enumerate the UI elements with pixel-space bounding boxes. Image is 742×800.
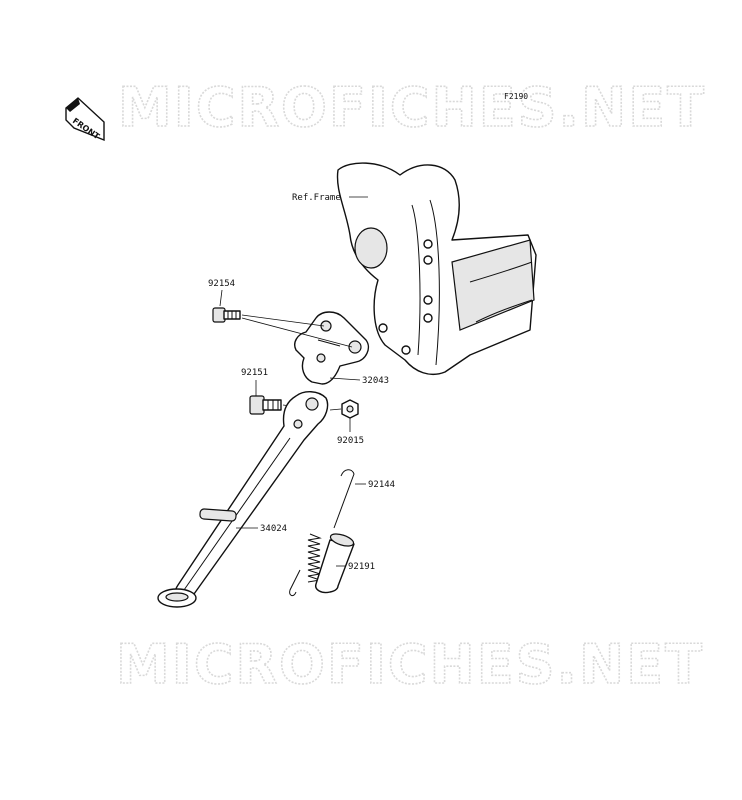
watermark-top: MICROFICHES.NET: [118, 76, 706, 139]
part-label-92151: 92151: [241, 368, 268, 378]
part-label-92191: 92191: [348, 562, 375, 572]
part-label-92154: 92154: [208, 279, 235, 289]
bolt-92154: [212, 307, 241, 323]
figure-code: F2190: [504, 92, 528, 101]
frame-illustration: [336, 162, 537, 376]
cover-92191: [315, 533, 355, 594]
nut-92015: [341, 399, 359, 419]
watermark-bottom: MICROFICHES.NET: [116, 633, 704, 696]
part-label-92144: 92144: [368, 480, 395, 490]
front-arrow-icon: FRONT: [65, 97, 105, 141]
part-label-34024: 34024: [260, 524, 287, 534]
ref-frame-label: Ref.Frame: [292, 193, 341, 203]
spring-92144: [289, 469, 355, 597]
bolt-92151: [249, 395, 282, 415]
part-label-32043: 32043: [362, 376, 389, 386]
bracket-32043: [294, 311, 370, 385]
side-stand-34024: [157, 391, 329, 608]
part-label-92015: 92015: [337, 436, 364, 446]
